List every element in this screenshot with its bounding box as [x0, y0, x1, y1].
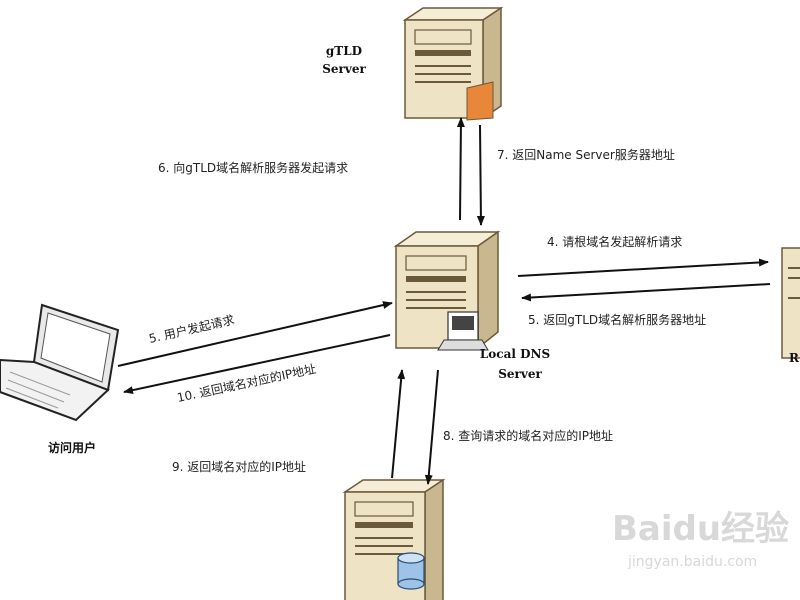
- step-5-user-label: 5. 用户发起请求: [147, 312, 235, 346]
- local-dns-server-icon: [393, 230, 501, 351]
- step-7-label: 7. 返回Name Server服务器地址: [497, 147, 675, 162]
- arrow-step-7: [476, 124, 485, 226]
- arrow-step-6: [456, 117, 465, 221]
- user-label: 访问用户: [48, 440, 96, 455]
- arrow-step-8: [424, 369, 439, 485]
- name-server-icon: [342, 478, 446, 600]
- watermark-url: jingyan.baidu.com: [627, 554, 757, 570]
- gtld-server-label-1: gTLD: [326, 44, 362, 58]
- arrow-step-5-user: [117, 301, 393, 367]
- laptop-icon: [0, 303, 120, 422]
- step-9-label: 9. 返回域名对应的IP地址: [172, 459, 306, 474]
- step-10-label: 10. 返回域名对应的IP地址: [176, 361, 318, 405]
- step-6-label: 6. 向gTLD域名解析服务器发起请求: [158, 160, 348, 175]
- root-server-label: R: [789, 351, 800, 365]
- arrow-step-10: [123, 334, 391, 395]
- local-dns-label-2: Server: [498, 367, 542, 381]
- arrow-step-9: [391, 369, 406, 479]
- local-dns-label-1: Local DNS: [480, 347, 550, 361]
- database-icon: [397, 552, 425, 590]
- watermark: Baidu经验 jingyan.baidu.com: [612, 509, 789, 570]
- step-4-label: 4. 请根域名发起解析请求: [547, 234, 682, 249]
- arrow-step-5-root: [521, 283, 771, 302]
- step-5-root-label: 5. 返回gTLD域名解析服务器地址: [528, 312, 706, 327]
- gtld-server-icon: [402, 6, 504, 121]
- arrow-step-4: [517, 258, 769, 277]
- step-8-label: 8. 查询请求的域名对应的IP地址: [443, 428, 613, 443]
- root-server-partial-icon: [781, 247, 800, 359]
- watermark-brand: Baidu经验: [612, 509, 789, 549]
- gtld-server-label-2: Server: [322, 62, 366, 76]
